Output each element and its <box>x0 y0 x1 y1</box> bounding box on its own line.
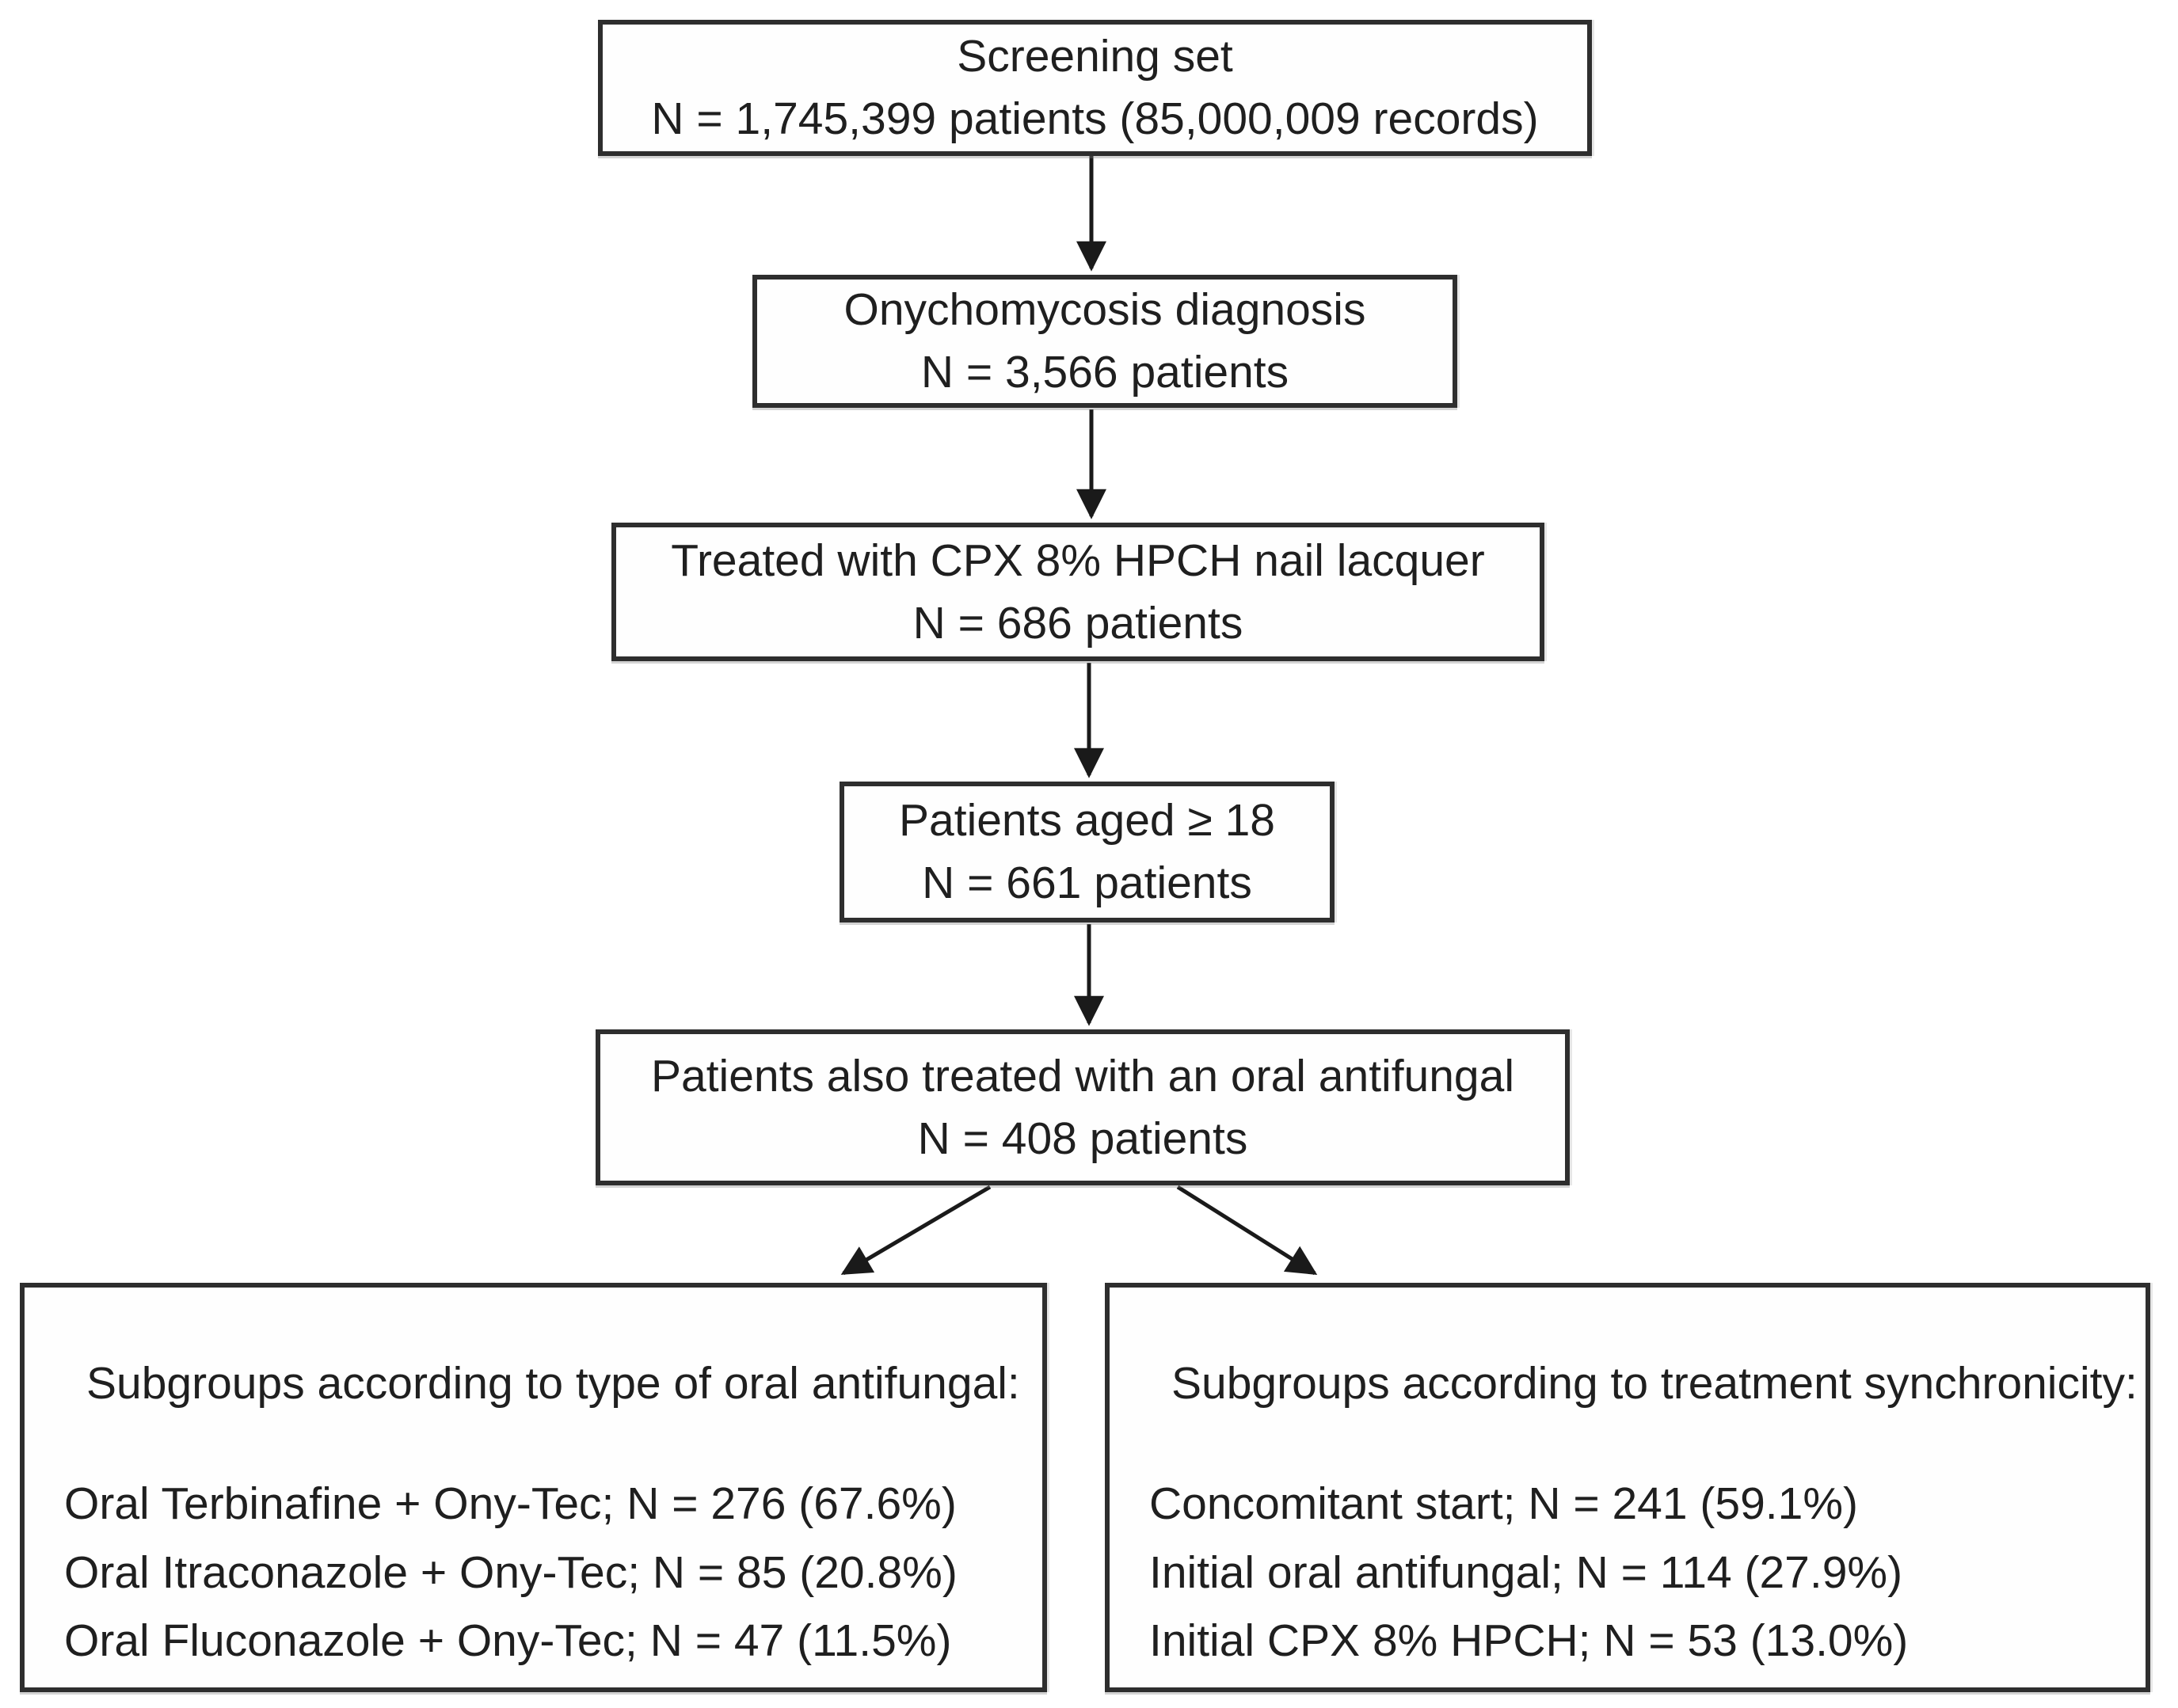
subgroup-title: Subgroups according to type of oral anti… <box>86 1358 1020 1409</box>
subgroup-item-list: Concomitant start; N = 241 (59.1%) Initi… <box>1149 1470 2117 1676</box>
node-count: N = 686 patients <box>912 597 1243 649</box>
subgroup-box-treatment-synchronicity: Subgroups according to treatment synchro… <box>1105 1283 2150 1692</box>
node-count: N = 1,745,399 patients (85,000,009 recor… <box>651 93 1539 144</box>
node-screening-set: Screening set N = 1,745,399 patients (85… <box>598 20 1592 156</box>
subgroup-item-concomitant: Concomitant start; N = 241 (59.1%) <box>1149 1478 1858 1529</box>
subgroup-item-terbinafine: Oral Terbinafine + Ony-Tec; N = 276 (67.… <box>64 1478 957 1529</box>
subgroup-item-fluconazole: Oral Fluconazole + Ony-Tec; N = 47 (11.5… <box>64 1615 952 1667</box>
subgroup-title: Subgroups according to treatment synchro… <box>1171 1358 2138 1409</box>
node-cpx-hpch-treated: Treated with CPX 8% HPCH nail lacquer N … <box>611 523 1544 661</box>
subgroup-box-oral-antifungal-type: Subgroups according to type of oral anti… <box>20 1283 1047 1692</box>
node-label: Onychomycosis diagnosis <box>843 284 1366 336</box>
arrow-oral-to-synchronicity-subgroup <box>1176 1185 1318 1276</box>
node-label: Patients aged ≥ 18 <box>899 795 1275 846</box>
subgroup-item-initial-cpx: Initial CPX 8% HPCH; N = 53 (13.0%) <box>1149 1615 1909 1667</box>
node-oral-antifungal-treated: Patients also treated with an oral antif… <box>596 1029 1570 1185</box>
node-label: Patients also treated with an oral antif… <box>650 1050 1514 1101</box>
node-count: N = 661 patients <box>922 858 1252 908</box>
node-onychomycosis-diagnosis: Onychomycosis diagnosis N = 3,566 patien… <box>752 275 1457 408</box>
node-count: N = 3,566 patients <box>920 347 1289 398</box>
subgroup-item-itraconazole: Oral Itraconazole + Ony-Tec; N = 85 (20.… <box>64 1546 958 1598</box>
node-patients-aged-18: Patients aged ≥ 18 N = 661 patients <box>840 782 1335 922</box>
arrow-oral-to-antifungal-subgroup <box>840 1185 992 1276</box>
node-label: Treated with CPX 8% HPCH nail lacquer <box>671 534 1485 586</box>
subgroup-item-list: Oral Terbinafine + Ony-Tec; N = 276 (67.… <box>64 1470 1014 1676</box>
node-label: Screening set <box>957 31 1233 82</box>
subgroup-item-initial-oral: Initial oral antifungal; N = 114 (27.9%) <box>1149 1546 1903 1598</box>
node-count: N = 408 patients <box>917 1113 1248 1164</box>
